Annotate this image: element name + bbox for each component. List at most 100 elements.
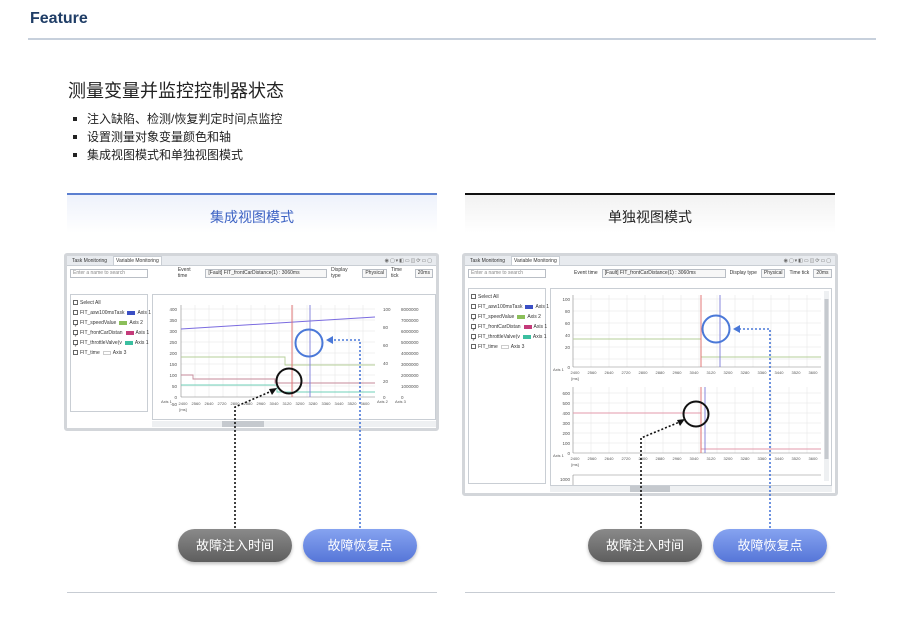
svg-text:2560: 2560: [588, 456, 598, 461]
filter-row: Enter a name to search Event time [Fault…: [67, 266, 436, 280]
svg-text:100: 100: [383, 307, 391, 312]
svg-text:Axis 2: Axis 2: [377, 399, 389, 404]
svg-text:2400: 2400: [179, 401, 189, 406]
event-time-label: Event time: [177, 267, 191, 279]
time-tick-select[interactable]: 20ms: [414, 268, 433, 278]
svg-text:4000000: 4000000: [401, 351, 419, 356]
svg-text:2960: 2960: [673, 370, 683, 375]
chart-grid: [181, 305, 375, 398]
svg-text:60: 60: [383, 343, 389, 348]
toolbar-icons[interactable]: ◉▢▾◧▭◫⟳▭▢: [384, 257, 433, 264]
search-input[interactable]: Enter a name to search: [468, 268, 546, 278]
svg-text:0: 0: [567, 365, 570, 370]
svg-text:3600: 3600: [809, 456, 819, 461]
svg-text:150: 150: [169, 362, 177, 367]
svg-text:200: 200: [562, 431, 570, 436]
svg-text:50: 50: [172, 384, 178, 389]
svg-text:400: 400: [169, 307, 177, 312]
svg-text:3280: 3280: [741, 456, 751, 461]
svg-text:2560: 2560: [192, 401, 202, 406]
svg-text:2800: 2800: [639, 456, 649, 461]
svg-text:0: 0: [401, 395, 404, 400]
tab-variable-monitoring[interactable]: Variable Monitoring: [113, 256, 162, 265]
vertical-scrollbar-thumb[interactable]: [824, 299, 829, 459]
tab-integrated-view[interactable]: 集成视图模式: [67, 193, 437, 233]
separate-view-screenshot: Task Monitoring Variable Monitoring ◉▢▾◧…: [462, 253, 838, 496]
svg-text:300: 300: [562, 421, 570, 426]
svg-text:100: 100: [169, 373, 177, 378]
svg-text:3600: 3600: [361, 401, 371, 406]
svg-text:3120: 3120: [707, 370, 717, 375]
svg-text:[ms]: [ms]: [571, 462, 579, 467]
svg-text:80: 80: [565, 309, 571, 314]
chart-c-y-ticks: 1000: [560, 477, 571, 482]
svg-text:3440: 3440: [335, 401, 345, 406]
tab-separate-view[interactable]: 单独视图模式: [465, 193, 835, 233]
svg-text:350: 350: [169, 318, 177, 323]
time-tick-select[interactable]: 20ms: [813, 268, 832, 278]
svg-text:0: 0: [567, 451, 570, 456]
svg-text:[ms]: [ms]: [179, 407, 187, 412]
fault-recover-connector: [738, 328, 771, 528]
svg-text:2960: 2960: [257, 401, 267, 406]
svg-text:0: 0: [383, 395, 386, 400]
select-all-item[interactable]: Select All: [471, 292, 543, 302]
svg-text:300: 300: [169, 329, 177, 334]
horizontal-scrollbar[interactable]: [152, 421, 436, 427]
fault-inject-time-label: 故障注入时间: [178, 529, 292, 562]
svg-text:2560: 2560: [588, 370, 598, 375]
svg-text:3040: 3040: [690, 456, 700, 461]
display-type-select[interactable]: Physical: [760, 268, 786, 278]
svg-text:40: 40: [565, 333, 571, 338]
series-throttle-valve: [181, 384, 375, 393]
svg-text:200: 200: [169, 351, 177, 356]
tab-task-monitoring[interactable]: Task Monitoring: [72, 257, 108, 264]
svg-text:3040: 3040: [690, 370, 700, 375]
feature-header: Feature: [30, 10, 88, 27]
svg-text:2800: 2800: [231, 401, 241, 406]
time-tick-label: Time tick: [390, 267, 402, 279]
svg-text:2720: 2720: [622, 456, 632, 461]
toolbar-icons[interactable]: ◉▢▾◧▭◫⟳▭▢: [783, 257, 832, 264]
svg-text:3000000: 3000000: [401, 362, 419, 367]
feature-bullet: 设置测量对象变量颜色和轴: [72, 128, 282, 146]
svg-text:2400: 2400: [571, 456, 581, 461]
svg-text:40: 40: [383, 361, 389, 366]
event-time-select[interactable]: [Fault] FIT_frontCarDistance(1) : 3060ms: [205, 268, 328, 278]
feature-bullet: 注入缺陷、检测/恢复判定时间点监控: [72, 110, 282, 128]
tab-task-monitoring[interactable]: Task Monitoring: [470, 257, 506, 264]
svg-text:2000000: 2000000: [401, 373, 419, 378]
svg-text:20: 20: [383, 379, 389, 384]
tab-variable-monitoring[interactable]: Variable Monitoring: [511, 256, 560, 265]
fault-inject-circle: [682, 400, 710, 428]
search-input[interactable]: Enter a name to search: [70, 268, 148, 278]
svg-text:600: 600: [562, 391, 570, 396]
display-type-select[interactable]: Physical: [362, 268, 387, 278]
time-tick-label: Time tick: [789, 270, 810, 276]
svg-text:3600: 3600: [809, 370, 819, 375]
select-all-item[interactable]: Select All: [73, 298, 145, 308]
event-time-select[interactable]: [Fault] FIT_frontCarDistance(1) : 3060ms: [601, 268, 726, 278]
fault-recover-point-label: 故障恢复点: [713, 529, 827, 562]
svg-text:3360: 3360: [322, 401, 332, 406]
horizontal-scrollbar[interactable]: [550, 486, 832, 492]
